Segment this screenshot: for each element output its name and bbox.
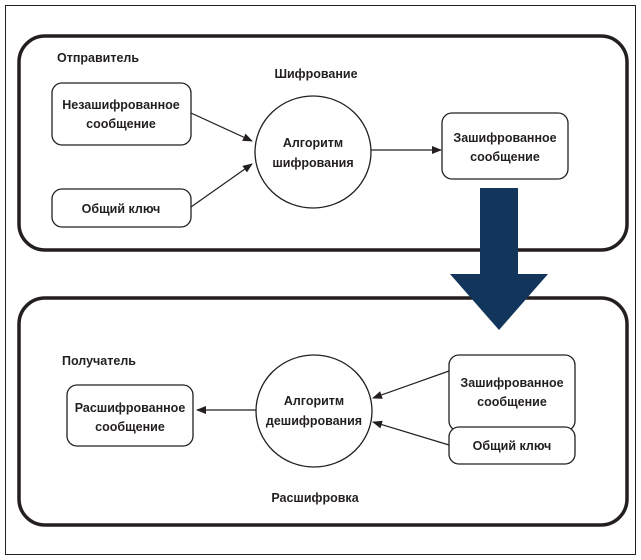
sender-label: Отправитель — [57, 51, 139, 65]
arrow-key-to-algorithm — [190, 163, 253, 208]
ciphertext-line1: Зашифрованное — [453, 131, 556, 145]
dec-algorithm-line2: дешифрования — [266, 414, 362, 428]
received-ciphertext-line2: сообщение — [477, 395, 547, 409]
arrow-ciphertext-to-algorithm — [372, 370, 450, 399]
transfer-arrow-icon — [450, 188, 548, 330]
arrow-key-to-dec-algorithm — [372, 420, 450, 446]
decrypted-box: Расшифрованное сообщение — [66, 384, 194, 447]
enc-algorithm-line2: шифрования — [272, 156, 353, 170]
receiver-shared-key-box: Общий ключ — [448, 426, 576, 465]
enc-algorithm-line1: Алгоритм — [283, 136, 343, 150]
decrypted-line1: Расшифрованное — [75, 401, 186, 415]
received-ciphertext-box: Зашифрованное сообщение — [448, 354, 576, 432]
ciphertext-box: Зашифрованное сообщение — [441, 112, 569, 180]
plaintext-line2: сообщение — [86, 117, 156, 131]
plaintext-box: Незашифрованное сообщение — [51, 82, 192, 146]
decrypted-line2: сообщение — [95, 420, 165, 434]
encryption-title: Шифрование — [274, 67, 357, 81]
encryption-algorithm-circle: Алгоритм шифрования — [254, 95, 372, 209]
ciphertext-line2: сообщение — [470, 150, 540, 164]
shared-key-box: Общий ключ — [51, 188, 192, 228]
decryption-title: Расшифровка — [271, 491, 359, 505]
decryption-algorithm-circle: Алгоритм дешифрования — [255, 354, 373, 468]
receiver-label: Получатель — [62, 354, 136, 368]
encryption-panel: Отправитель Шифрование Незашифрованное с… — [17, 34, 629, 252]
decryption-panel: Получатель Расшифровка Расшифрованное со… — [17, 296, 629, 527]
plaintext-line1: Незашифрованное — [62, 98, 179, 112]
receiver-shared-key-text: Общий ключ — [473, 439, 552, 453]
dec-algorithm-line1: Алгоритм — [284, 394, 344, 408]
shared-key-text: Общий ключ — [82, 202, 161, 216]
arrow-plaintext-to-algorithm — [190, 112, 253, 142]
received-ciphertext-line1: Зашифрованное — [460, 376, 563, 390]
